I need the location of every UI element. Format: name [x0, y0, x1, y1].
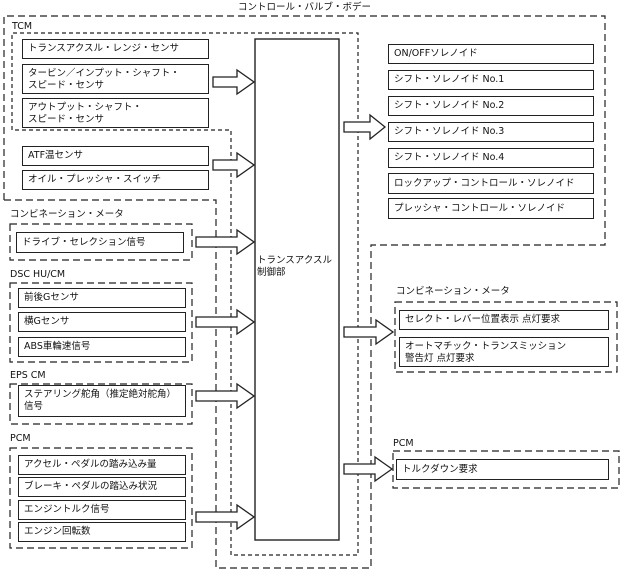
valve-body-sensor-item: オイル・プレッシャ・スイッチ — [22, 170, 209, 190]
combination-meter-output-item: セレクト・レバー位置表示 点灯要求 — [399, 310, 609, 330]
eps-group — [9, 383, 193, 425]
transaxle-control-unit-box — [254, 38, 340, 541]
arrow-icon — [343, 455, 394, 483]
arrow-icon — [212, 151, 256, 179]
arrow-icon — [343, 113, 387, 141]
tcm-item: アウトプット・シャフト・ スピード・センサ — [22, 98, 209, 128]
dsc-group — [9, 282, 193, 363]
solenoid-item: シフト・ソレノイド No.4 — [388, 148, 594, 168]
pcm-input-item: ブレーキ・ペダルの踏込み状況 — [18, 477, 186, 497]
dsc-item: 横Gセンサ — [18, 312, 186, 332]
combination-meter-input-item: ドライブ・セレクション信号 — [16, 232, 184, 253]
valve-body-sensor-item: ATF温センサ — [22, 146, 209, 166]
solenoid-item: プレッシャ・コントロール・ソレノイド — [388, 198, 594, 219]
pcm-output-label: PCM — [393, 438, 414, 449]
arrow-icon — [195, 503, 256, 531]
eps-label: EPS CM — [10, 370, 46, 381]
transaxle-control-unit-label: トランスアクスル 制御部 — [257, 255, 333, 278]
pcm-input-item: エンジントルク信号 — [18, 500, 186, 520]
pcm-output-group — [392, 450, 620, 489]
solenoid-item: シフト・ソレノイド No.1 — [388, 70, 594, 90]
control-valve-body-title: コントロール・バルブ・ボデー — [238, 2, 372, 13]
pcm-input-item: アクセル・ペダルの踏み込み量 — [18, 455, 186, 475]
solenoid-item: ON/OFFソレノイド — [388, 44, 594, 64]
pcm-input-item: エンジン回転数 — [18, 522, 186, 542]
solenoid-item: ロックアップ・コントロール・ソレノイド — [388, 173, 594, 194]
arrow-icon — [195, 308, 256, 336]
pcm-input-group — [9, 447, 193, 549]
eps-item: ステアリング舵角（推定絶対舵角） 信号 — [18, 385, 186, 417]
combination-meter-input-label: コンビネーション・メータ — [10, 209, 124, 220]
pcm-input-label: PCM — [10, 433, 31, 444]
combination-meter-input-group — [9, 223, 193, 261]
arrow-icon — [195, 228, 256, 256]
combination-meter-output-item: オートマチック・トランスミッション 警告灯 点灯要求 — [399, 337, 609, 367]
dsc-item: ABS車輪速信号 — [18, 337, 186, 357]
combination-meter-output-label: コンビネーション・メータ — [396, 286, 510, 297]
dsc-label: DSC HU/CM — [10, 269, 66, 280]
combination-meter-output-group — [394, 301, 618, 373]
dsc-item: 前後Gセンサ — [18, 288, 186, 308]
solenoid-item: シフト・ソレノイド No.2 — [388, 96, 594, 116]
arrow-icon — [343, 318, 395, 346]
arrow-icon — [195, 382, 256, 410]
solenoid-item: シフト・ソレノイド No.3 — [388, 122, 594, 142]
tcm-label: TCM — [12, 21, 33, 32]
pcm-output-item: トルクダウン要求 — [396, 459, 609, 480]
arrow-icon — [212, 68, 256, 96]
tcm-item: タービン／インプット・シャフト・ スピード・センサ — [22, 64, 209, 94]
tcm-item: トランスアクスル・レンジ・センサ — [22, 39, 209, 59]
